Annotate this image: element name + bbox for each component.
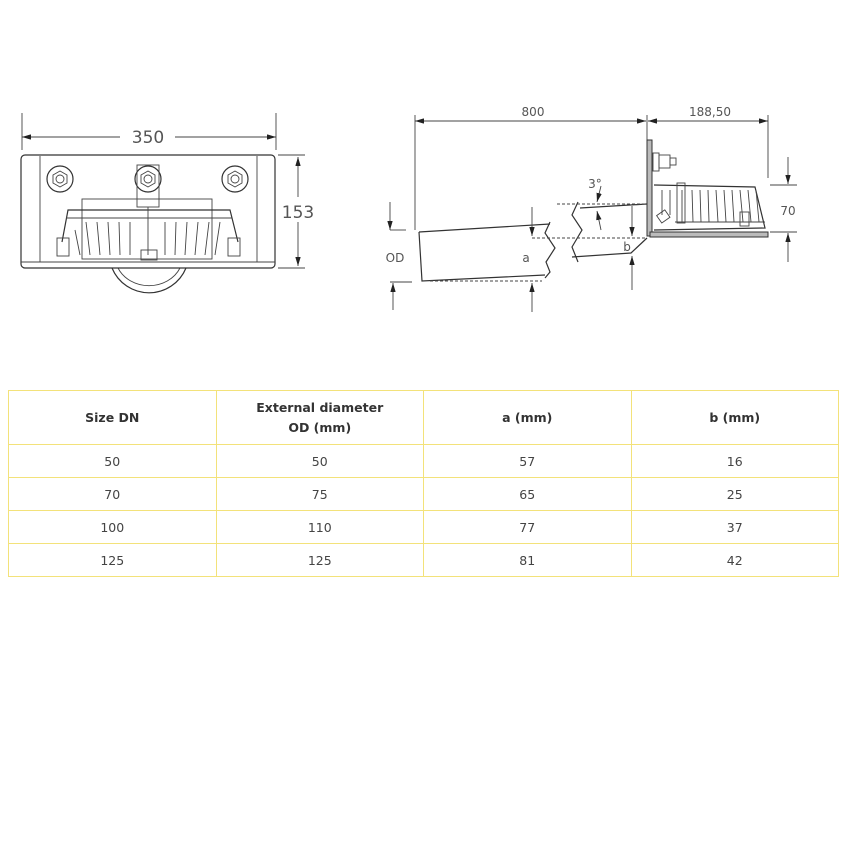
drain-outlet <box>111 267 187 294</box>
width-dimension-label: 350 <box>132 128 164 148</box>
table-row: 100 110 77 37 <box>8 510 839 544</box>
cell-od: 75 <box>215 477 424 511</box>
od-label: OD <box>386 251 405 265</box>
table-header-row: Size DN External diameter OD (mm) a (mm)… <box>8 390 839 445</box>
table-row: 70 75 65 25 <box>8 477 839 511</box>
wall-plate <box>646 139 653 237</box>
depth-dimension-label: 188,50 <box>689 105 731 119</box>
cell-a: 81 <box>423 543 632 577</box>
header-a: a (mm) <box>423 390 632 445</box>
mounting-plate <box>20 154 276 269</box>
cell-a: 57 <box>423 444 632 478</box>
bolt-icon <box>46 164 249 208</box>
header-b: b (mm) <box>630 390 839 445</box>
cell-size-dn: 70 <box>8 477 217 511</box>
table-row: 50 50 57 16 <box>8 444 839 478</box>
cell-b: 25 <box>630 477 839 511</box>
height-dimension-label: 153 <box>282 203 314 223</box>
front-view-drawing: 350 153 <box>20 113 314 294</box>
cell-size-dn: 50 <box>8 444 217 478</box>
angle-label: 3° <box>588 177 602 191</box>
cell-b: 16 <box>630 444 839 478</box>
a-label: a <box>522 251 529 265</box>
grate <box>56 198 241 261</box>
dimensions-table: Size DN External diameter OD (mm) a (mm)… <box>8 390 839 577</box>
header-size-dn: Size DN <box>8 390 217 445</box>
cell-od: 50 <box>215 444 424 478</box>
cell-b: 37 <box>630 510 839 544</box>
table-row: 125 125 81 42 <box>8 543 839 577</box>
pipe <box>418 201 648 282</box>
header-external-diameter: External diameter OD (mm) <box>215 390 424 445</box>
header-external-diameter-text: External diameter OD (mm) <box>256 399 384 435</box>
cell-b: 42 <box>630 543 839 577</box>
cell-a: 77 <box>423 510 632 544</box>
length-dimension-label: 800 <box>522 105 545 119</box>
side-view-drawing: 800 188,50 OD <box>386 105 797 312</box>
height-dimension-label: 70 <box>780 204 795 218</box>
cell-size-dn: 125 <box>8 543 217 577</box>
technical-drawings: 350 153 <box>20 105 797 312</box>
cell-od: 125 <box>215 543 424 577</box>
cell-od: 110 <box>215 510 424 544</box>
grate-side <box>653 182 766 231</box>
cell-a: 65 <box>423 477 632 511</box>
cell-size-dn: 100 <box>8 510 217 544</box>
b-label: b <box>623 240 631 254</box>
